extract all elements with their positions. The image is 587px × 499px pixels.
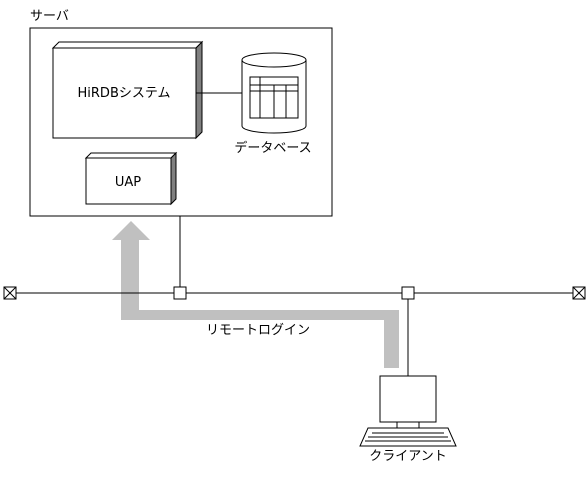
server-label: サーバ (30, 9, 69, 24)
client-transceiver-icon (401, 286, 415, 300)
remote-login-label: リモートログイン (206, 323, 310, 338)
remote-login-arrow (112, 221, 399, 368)
right-terminator-icon (572, 286, 586, 300)
left-terminator-icon (3, 286, 17, 300)
uap-box: UAP (84, 151, 178, 206)
server-transceiver-icon (173, 286, 187, 300)
database-cylinder-icon (241, 52, 307, 134)
client-label: クライアント (369, 449, 446, 464)
uap-label: UAP (115, 175, 141, 190)
client-computer-icon (359, 375, 457, 447)
hirdb-system-label: HiRDBシステム (78, 86, 171, 101)
hirdb-system-box: HiRDBシステム (51, 40, 204, 140)
database-label: データベース (234, 140, 311, 156)
